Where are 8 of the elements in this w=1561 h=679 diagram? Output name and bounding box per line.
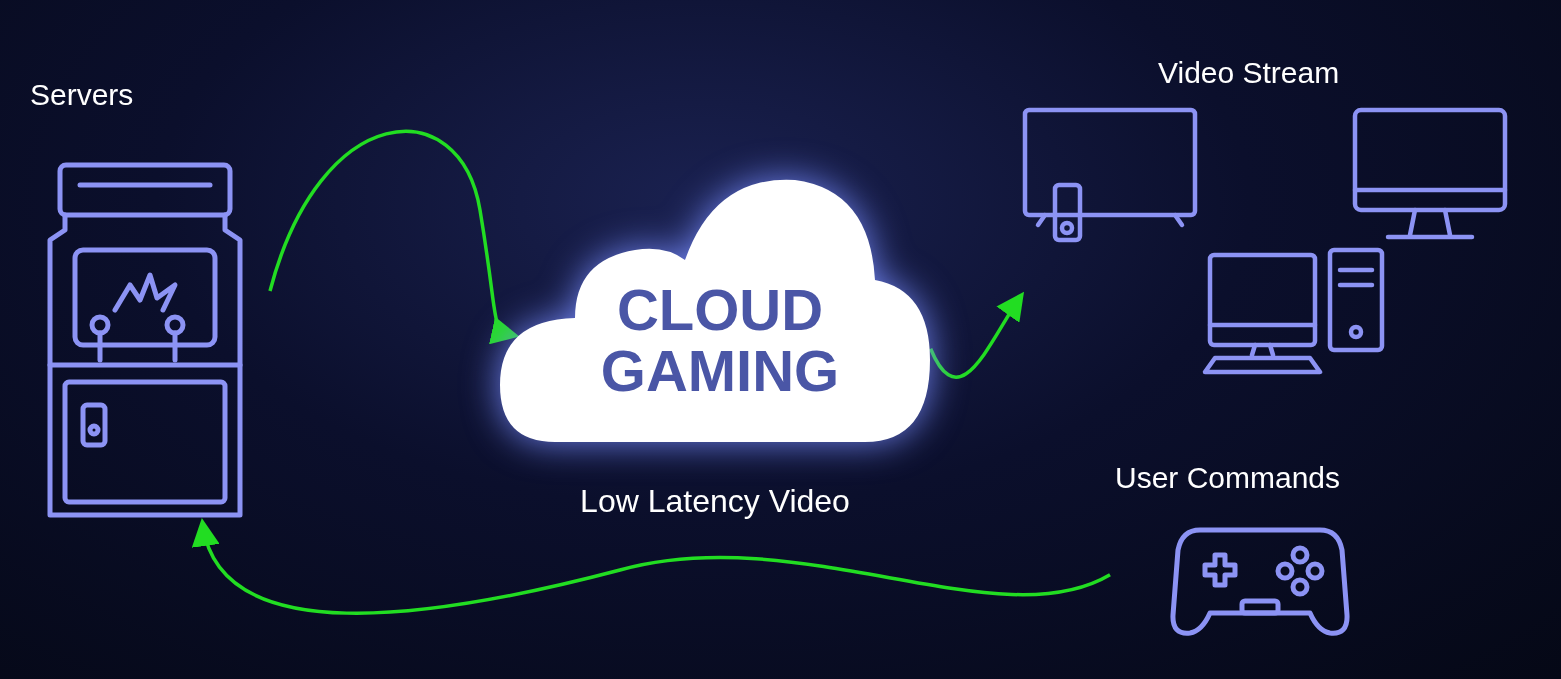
node-label: Low Latency Video <box>579 485 851 517</box>
curved-arrow <box>268 129 520 344</box>
node-title: User Commands <box>1115 463 1341 493</box>
node-title: Video Stream <box>1158 58 1340 88</box>
node-title: Servers <box>30 80 134 110</box>
cloud-title: CLOUD GAMING <box>599 280 841 402</box>
curved-arrow <box>195 518 1111 615</box>
curved-arrow <box>929 291 1024 379</box>
